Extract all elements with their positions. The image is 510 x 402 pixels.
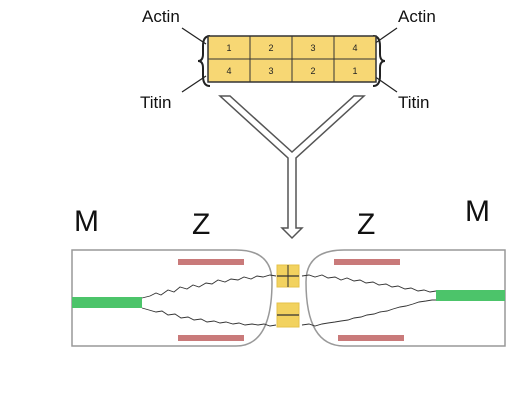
cell-top-3: 3 [310,43,315,53]
actin-bar-bottom-right [338,335,404,341]
brace-left [197,35,211,87]
label-titin-right: Titin [398,93,430,112]
m-line-left [72,297,142,308]
label-z-left: Z [192,208,210,241]
label-m-right: M [465,195,490,228]
cell-top-4: 4 [352,43,357,53]
pointer-actin-right [373,27,398,45]
cell-bottom-3: 2 [310,66,315,76]
cell-top-2: 2 [268,43,273,53]
titin-strand-left-bottom [141,307,277,327]
titin-strand-left-top [141,274,277,299]
brace-right [372,35,386,87]
titin-strand-right-bottom [301,299,436,327]
funnel-arrow [218,95,366,240]
cell-top-1: 1 [226,43,231,53]
sarcomere-half-left [71,249,273,347]
actin-bar-top-left [178,259,244,265]
pointer-actin-left [181,27,207,45]
cell-bottom-1: 4 [226,66,231,76]
cell-bottom-4: 1 [352,66,357,76]
label-m-left: M [74,205,99,238]
label-z-right: Z [357,208,375,241]
actin-bar-top-right [334,259,400,265]
label-titin-left: Titin [140,93,172,112]
actin-bar-bottom-left [178,335,244,341]
m-line-right [436,290,505,301]
cell-bottom-2: 3 [268,66,273,76]
sarcomere-half-right [305,249,506,347]
label-actin-right: Actin [398,7,436,26]
pointer-titin-left [181,75,207,93]
label-actin-left: Actin [142,7,180,26]
pointer-titin-right [373,75,398,93]
titin-strand-right-top [301,274,437,293]
